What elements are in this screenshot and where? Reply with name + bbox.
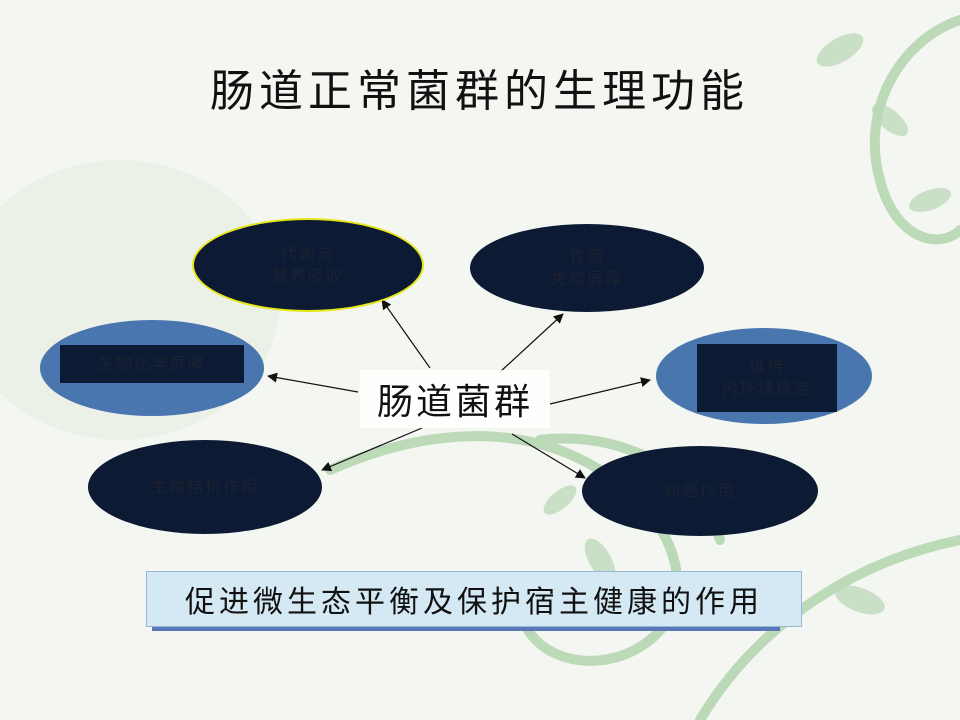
leaf-2 <box>871 103 909 137</box>
vine-bottom <box>325 431 683 666</box>
node-immune-label: 胃肠 免疫屏障 <box>550 247 623 288</box>
leaf-4 <box>584 538 616 582</box>
center-label-box: 肠道菌群 <box>360 370 550 428</box>
arrow-to-anticancer <box>511 433 586 479</box>
arrow-to-immune <box>499 313 564 373</box>
node-antagonism-label: 生物拮抗作用 <box>150 477 259 496</box>
vine-top-right <box>869 15 960 245</box>
leaf-1 <box>816 33 864 67</box>
leaf-3 <box>909 187 951 213</box>
node-anticancer: 抑癌作用 <box>582 446 818 536</box>
arrow-to-homeostasis <box>549 377 651 405</box>
node-biochem-label: 生物化学屏障 <box>97 354 206 373</box>
arrow-to-biochem <box>267 372 359 393</box>
slide-title: 肠道正常菌群的生理功能 <box>210 66 749 117</box>
arrow-to-antagonism <box>321 427 423 472</box>
leaf-5 <box>543 485 577 515</box>
node-metabolism-label: 代谢与 营养吸收 <box>271 244 344 285</box>
summary-box: 促进微生态平衡及保护宿主健康的作用 <box>146 571 802 627</box>
leaf-6 <box>835 585 885 615</box>
node-immune: 胃肠 免疫屏障 <box>470 224 704 312</box>
node-homeostasis-box: 维持 内环境稳定 <box>697 344 837 412</box>
node-antagonism: 生物拮抗作用 <box>88 440 322 534</box>
node-homeostasis-label: 维持 内环境稳定 <box>721 357 812 398</box>
summary-text: 促进微生态平衡及保护宿主健康的作用 <box>185 585 763 620</box>
node-biochem-box: 生物化学屏障 <box>60 345 244 383</box>
vine-bottom-right <box>695 535 960 720</box>
center-label: 肠道菌群 <box>376 382 533 423</box>
node-anticancer-label: 抑癌作用 <box>663 481 736 500</box>
arrow-to-metabolism <box>381 299 431 369</box>
node-metabolism: 代谢与 营养吸收 <box>192 218 424 312</box>
